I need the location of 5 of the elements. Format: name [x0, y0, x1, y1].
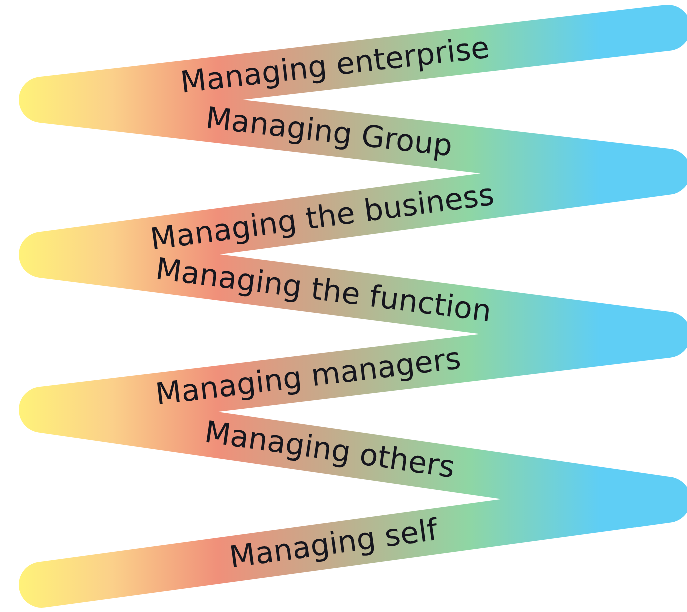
band-label: Managing enterprise	[179, 32, 492, 101]
band-label: Managing self	[228, 514, 440, 576]
band-label: Managing Group	[204, 102, 454, 164]
band-label: Managing managers	[154, 342, 464, 414]
band-label: Managing others	[202, 416, 458, 486]
